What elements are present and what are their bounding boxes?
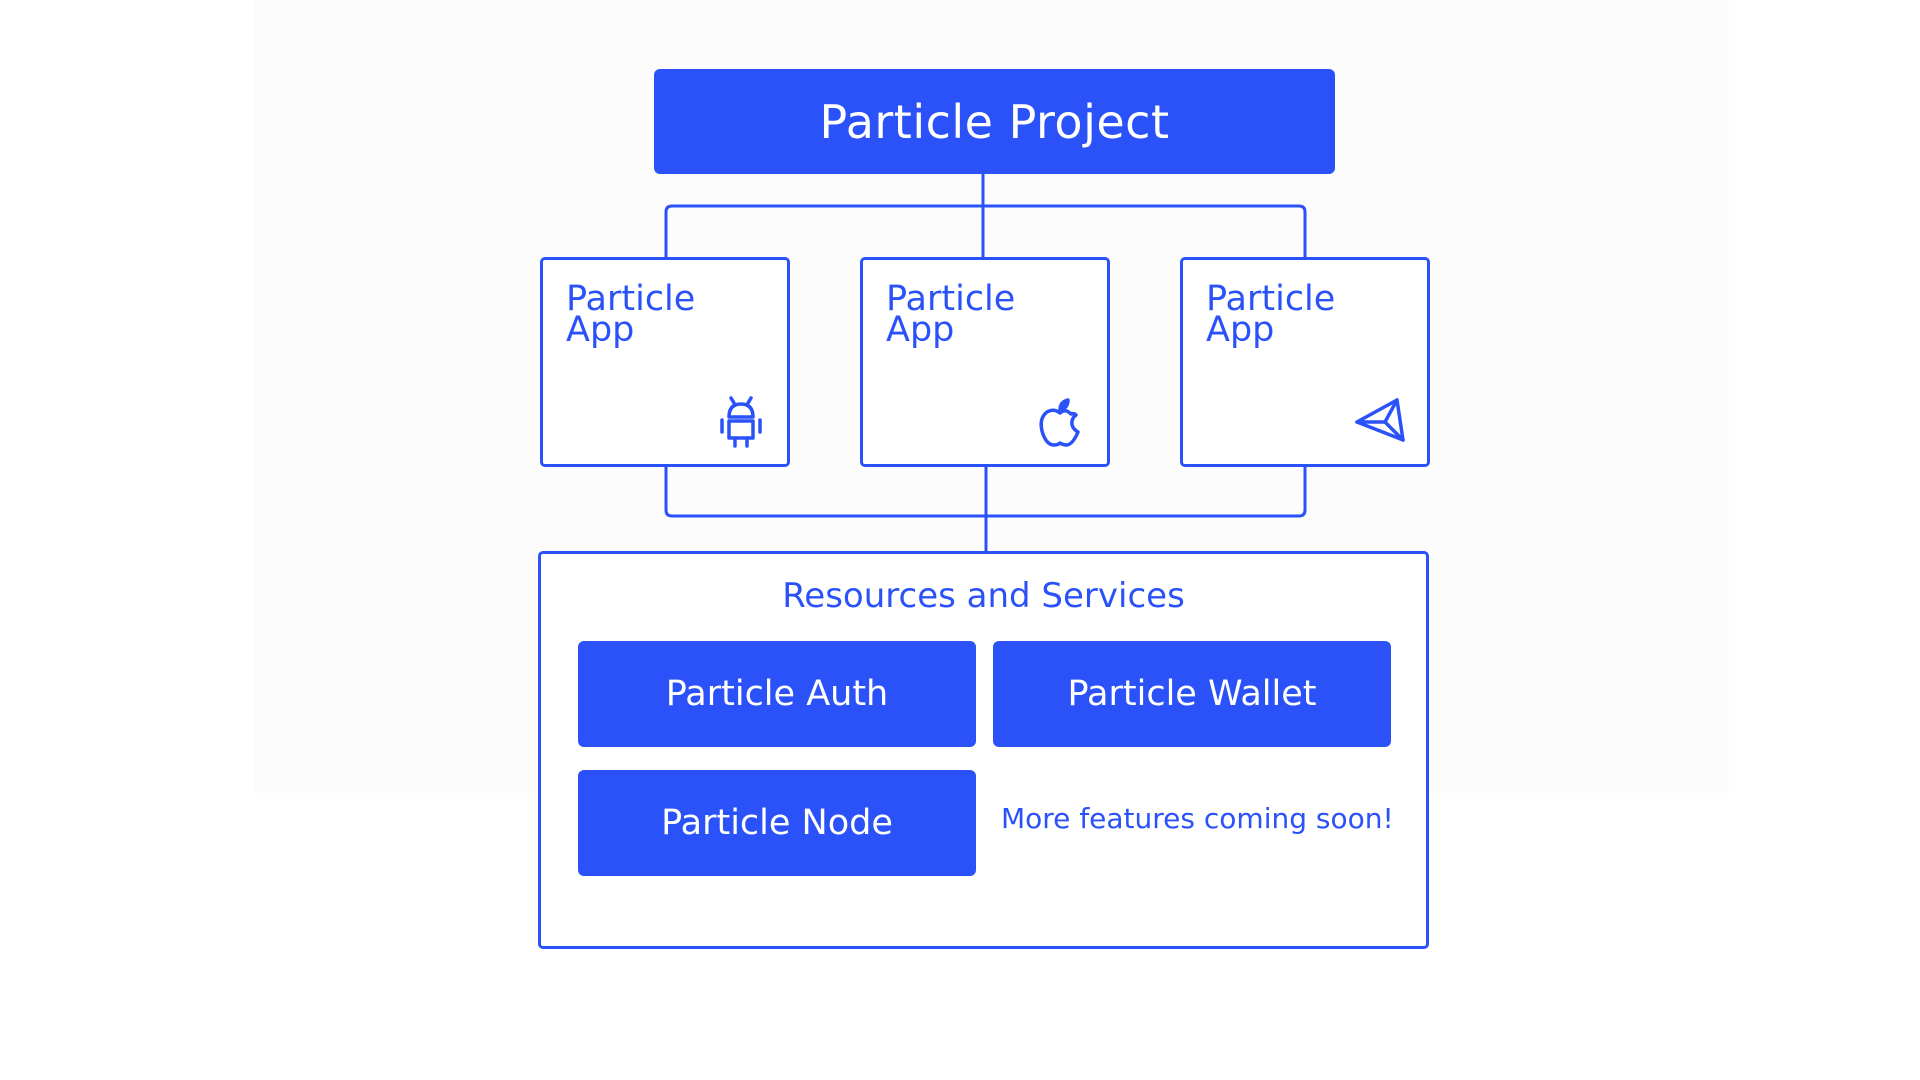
app-label: Particle App [886,279,1016,350]
service-label: Particle Node [661,803,893,843]
app-label: Particle App [566,279,696,350]
resources-and-services-box: Resources and Services Particle Auth Par… [538,551,1429,949]
service-label: Particle Auth [665,674,889,714]
app-box-android: Particle App [540,257,790,467]
particle-auth-button[interactable]: Particle Auth [578,641,976,747]
service-label: Particle Wallet [1067,674,1317,714]
apple-icon [1039,398,1080,447]
particle-wallet-button[interactable]: Particle Wallet [993,641,1391,747]
coming-soon-note: More features coming soon! [1001,802,1394,835]
resources-title: Resources and Services [782,576,1185,616]
app-label: Particle App [1206,279,1336,350]
apps-to-resources-connector [664,461,1307,551]
android-icon [720,396,762,448]
app-box-apple: Particle App [860,257,1110,467]
particle-project-box: Particle Project [654,69,1335,174]
unity-icon [1355,398,1405,442]
particle-node-button[interactable]: Particle Node [578,770,976,876]
project-title: Particle Project [819,94,1170,149]
app-box-unity: Particle App [1180,257,1430,467]
project-to-apps-connector [664,174,1307,257]
